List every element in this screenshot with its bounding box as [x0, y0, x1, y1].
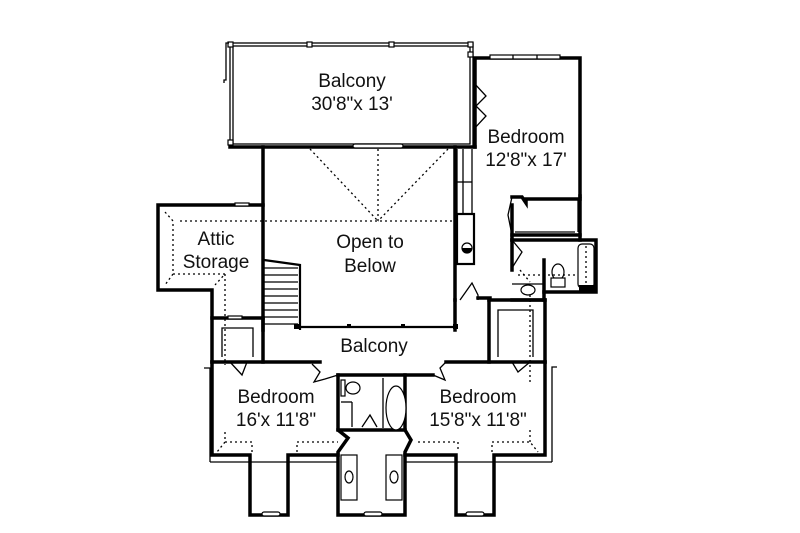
open-to-below-name2: Below	[344, 256, 396, 277]
bedroom-center-right-name: Bedroom	[439, 387, 517, 408]
open-to-below-name: Open to	[336, 232, 404, 253]
balcony-middle-name: Balcony	[340, 336, 408, 357]
center-right-bedroom	[403, 360, 557, 517]
right-bath	[510, 238, 598, 302]
attic-storage-name2: Storage	[182, 252, 250, 273]
right-bedroom	[472, 54, 582, 272]
balcony-top-dimensions: 30'8"x 13'	[311, 94, 393, 115]
attic-storage-area	[156, 202, 265, 365]
balcony-top-name: Balcony	[318, 71, 386, 92]
bedroom-left-name: Bedroom	[237, 387, 315, 408]
chimney	[455, 149, 492, 301]
left-closet	[210, 316, 265, 377]
attic-storage-name: Attic	[197, 229, 235, 250]
bedroom-center-right-dimensions: 15'8"x 11'8"	[429, 410, 527, 431]
bedroom-right-dimensions: 12'8"x 17'	[485, 150, 567, 171]
bedroom-right-name: Bedroom	[487, 127, 565, 148]
middle-balcony-hall	[210, 360, 547, 384]
right-closet	[487, 295, 547, 385]
top-balcony	[223, 41, 477, 149]
stairs	[263, 258, 302, 330]
left-bedroom	[204, 360, 340, 517]
center-bath	[336, 373, 413, 517]
bedroom-left-dimensions: 16'x 11'8"	[235, 410, 317, 431]
open-to-below-area	[180, 145, 458, 332]
